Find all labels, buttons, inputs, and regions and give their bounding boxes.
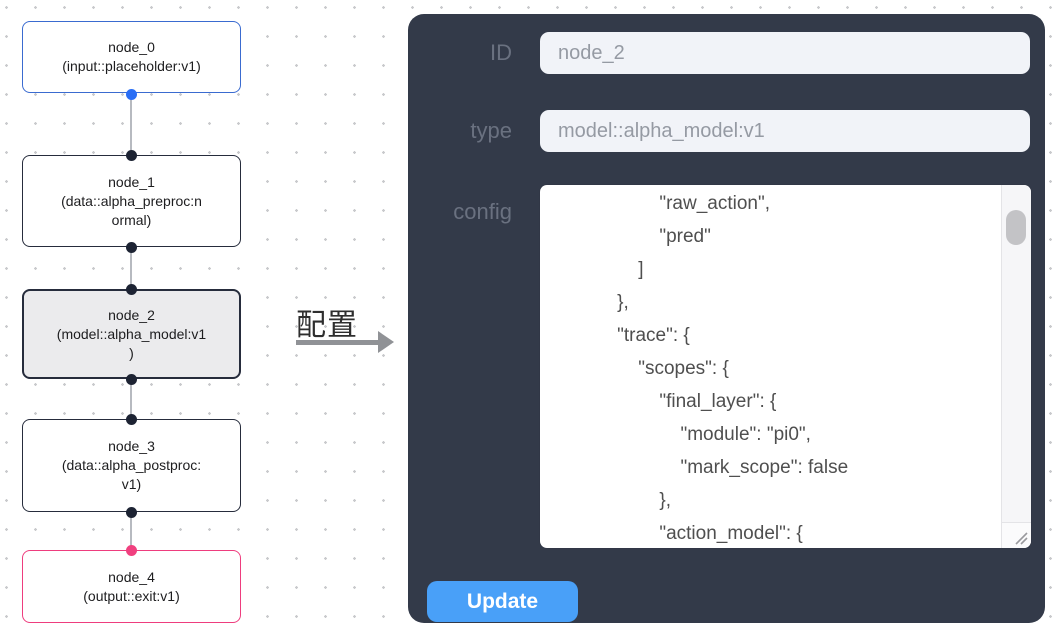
graph-node-node0[interactable]: node_0 (input::placeholder:v1): [22, 21, 241, 93]
output-port-node0[interactable]: [126, 89, 137, 100]
node-subtitle: (input::placeholder:v1): [62, 58, 201, 74]
id-field-label: ID: [490, 40, 512, 65]
id-input[interactable]: [540, 32, 1030, 74]
right-arrow-icon: [296, 340, 380, 345]
config-text[interactable]: "raw_action", "pred" ] }, "trace": { "sc…: [617, 193, 849, 544]
update-button[interactable]: Update: [427, 581, 578, 622]
node-subtitle: v1): [121, 476, 142, 492]
output-port-node3[interactable]: [126, 507, 137, 518]
input-port-node2[interactable]: [126, 284, 137, 295]
input-port-node1[interactable]: [126, 150, 137, 161]
node-subtitle: (output::exit:v1): [83, 587, 180, 604]
node-subtitle: (model::alpha_model:v1: [56, 325, 207, 342]
graph-node-node4[interactable]: node_4 (output::exit:v1): [22, 550, 241, 623]
node-title: node_2: [108, 306, 155, 323]
type-field-label: type: [470, 118, 512, 143]
node-subtitle: ): [129, 344, 134, 361]
resize-grip-lines-icon: [1015, 532, 1028, 545]
config-scrollbar-track[interactable]: [1001, 185, 1031, 522]
configure-annotation-label: 配置: [296, 309, 358, 342]
edge-node2-node3: [130, 379, 132, 419]
node-subtitle: (data::alpha_preproc:n: [61, 192, 202, 209]
edge-node3-node4: [130, 512, 132, 550]
node-title: node_4: [108, 568, 155, 585]
node-config-panel: ID type config "raw_action", "pred" ] },…: [408, 14, 1045, 623]
input-port-node4[interactable]: [126, 545, 137, 556]
node-subtitle: ormal): [111, 211, 152, 228]
type-input[interactable]: [540, 110, 1030, 152]
output-port-node1[interactable]: [126, 242, 137, 253]
graph-node-node1[interactable]: node_1 (data::alpha_preproc:n ormal): [22, 155, 241, 247]
right-arrow-head-icon: [378, 331, 394, 353]
config-textarea[interactable]: "raw_action", "pred" ] }, "trace": { "sc…: [540, 185, 1031, 548]
graph-node-node2-selected[interactable]: node_2 (model::alpha_model:v1 ): [22, 289, 241, 379]
output-port-node2[interactable]: [126, 374, 137, 385]
node-title: node_1: [108, 173, 155, 190]
node-title: node_0: [108, 39, 155, 55]
resize-handle-icon[interactable]: [1001, 522, 1031, 548]
edge-node0-node1: [130, 95, 132, 155]
config-field-label: config: [453, 199, 512, 224]
node-title: node_3: [108, 438, 155, 454]
graph-node-node3[interactable]: node_3 (data::alpha_postproc: v1): [22, 419, 241, 512]
edge-node1-node2: [130, 247, 132, 289]
node-subtitle: (data::alpha_postproc:: [61, 457, 202, 473]
config-scrollbar-thumb[interactable]: [1006, 210, 1026, 245]
input-port-node3[interactable]: [126, 414, 137, 425]
